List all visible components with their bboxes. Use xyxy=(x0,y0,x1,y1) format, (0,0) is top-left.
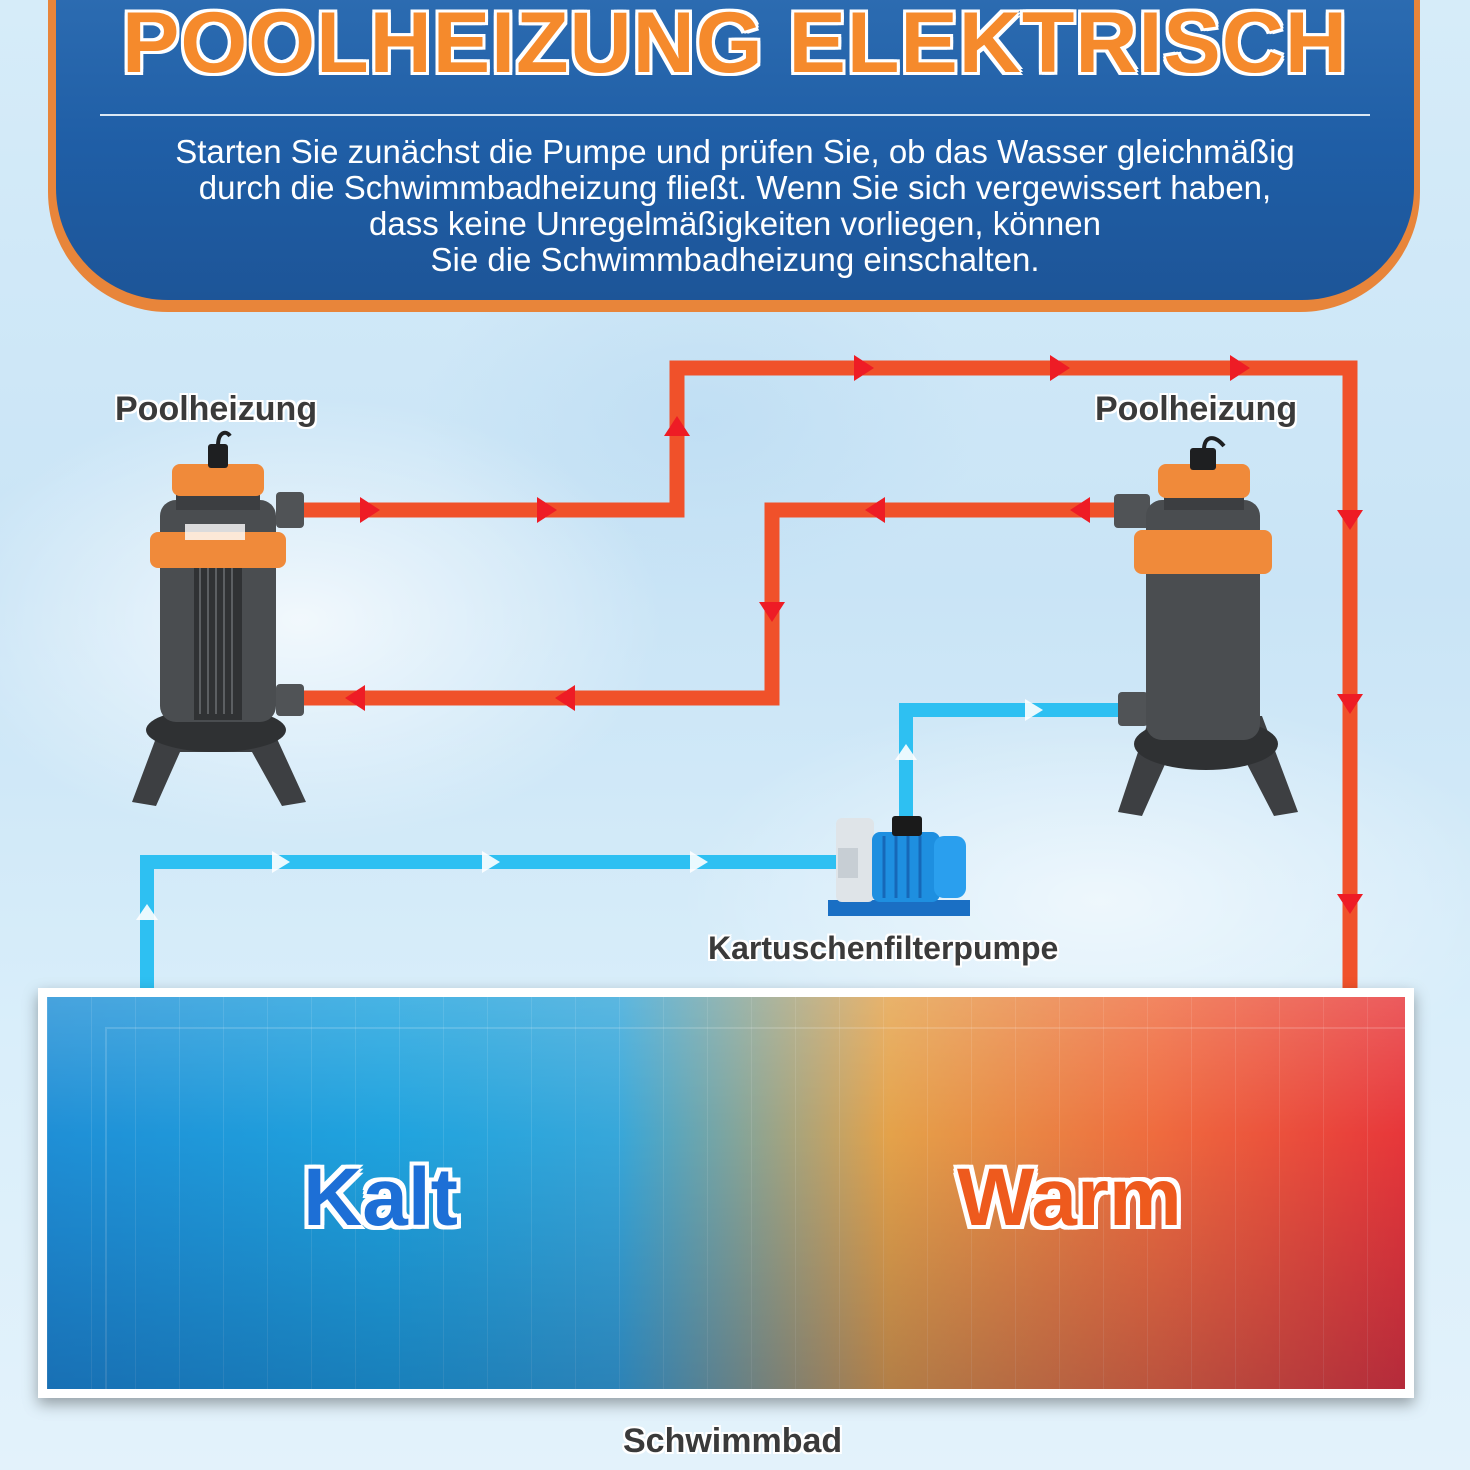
hot-arrow xyxy=(537,497,557,523)
hot-arrow xyxy=(865,497,885,523)
cold-arrow xyxy=(690,851,708,873)
heater-left-label: Poolheizung xyxy=(115,390,318,428)
heater-right-label: Poolheizung xyxy=(1095,390,1298,428)
hot-arrow xyxy=(1050,355,1070,381)
cold-pipe-pump-to-heater xyxy=(899,703,1120,822)
banner-description: Starten Sie zunächst die Pumpe und prüfe… xyxy=(175,133,1295,278)
hot-arrow xyxy=(345,685,365,711)
hot-arrow xyxy=(1337,510,1363,530)
pool-tiles xyxy=(47,997,1405,1389)
banner-divider xyxy=(100,114,1370,116)
pump-label: Kartuschenfilterpumpe xyxy=(708,930,1059,966)
pool-label: Schwimmbad xyxy=(623,1422,843,1460)
cold-flow-arrows xyxy=(136,699,1043,920)
hot-arrow xyxy=(1337,894,1363,914)
page-title: POOLHEIZUNG ELEKTRISCH xyxy=(121,0,1349,91)
cold-label: Kalt xyxy=(303,1152,458,1243)
pool-heater-icon xyxy=(1114,436,1298,816)
pool-water: Kalt Warm xyxy=(47,997,1405,1389)
warm-label: Warm xyxy=(957,1152,1182,1243)
hot-arrow xyxy=(759,602,785,622)
hot-arrow xyxy=(664,416,690,436)
hot-arrow xyxy=(1230,355,1250,381)
header-banner: POOLHEIZUNG ELEKTRISCH Starten Sie zunäc… xyxy=(56,0,1414,300)
hot-arrow xyxy=(854,355,874,381)
cold-arrow xyxy=(136,904,158,920)
pool-basin: Kalt Warm xyxy=(38,988,1414,1398)
cold-water-pipes xyxy=(140,703,1120,990)
pool-inner-wall xyxy=(105,1027,1405,1389)
cartridge-filter-pump-icon xyxy=(828,816,970,916)
cold-pipe-pool-to-pump xyxy=(140,855,840,990)
hot-pipe-return xyxy=(300,502,1115,706)
cold-arrow xyxy=(895,744,917,760)
hot-flow-arrows xyxy=(345,355,1363,914)
pool-shading xyxy=(47,997,1405,1389)
cold-arrow xyxy=(272,851,290,873)
hot-arrow xyxy=(1070,497,1090,523)
pool-heater-icon xyxy=(132,430,306,806)
hot-arrow xyxy=(555,685,575,711)
hot-arrow xyxy=(360,497,380,523)
cold-arrow xyxy=(1025,699,1043,721)
cold-arrow xyxy=(482,851,500,873)
hot-arrow xyxy=(1337,694,1363,714)
